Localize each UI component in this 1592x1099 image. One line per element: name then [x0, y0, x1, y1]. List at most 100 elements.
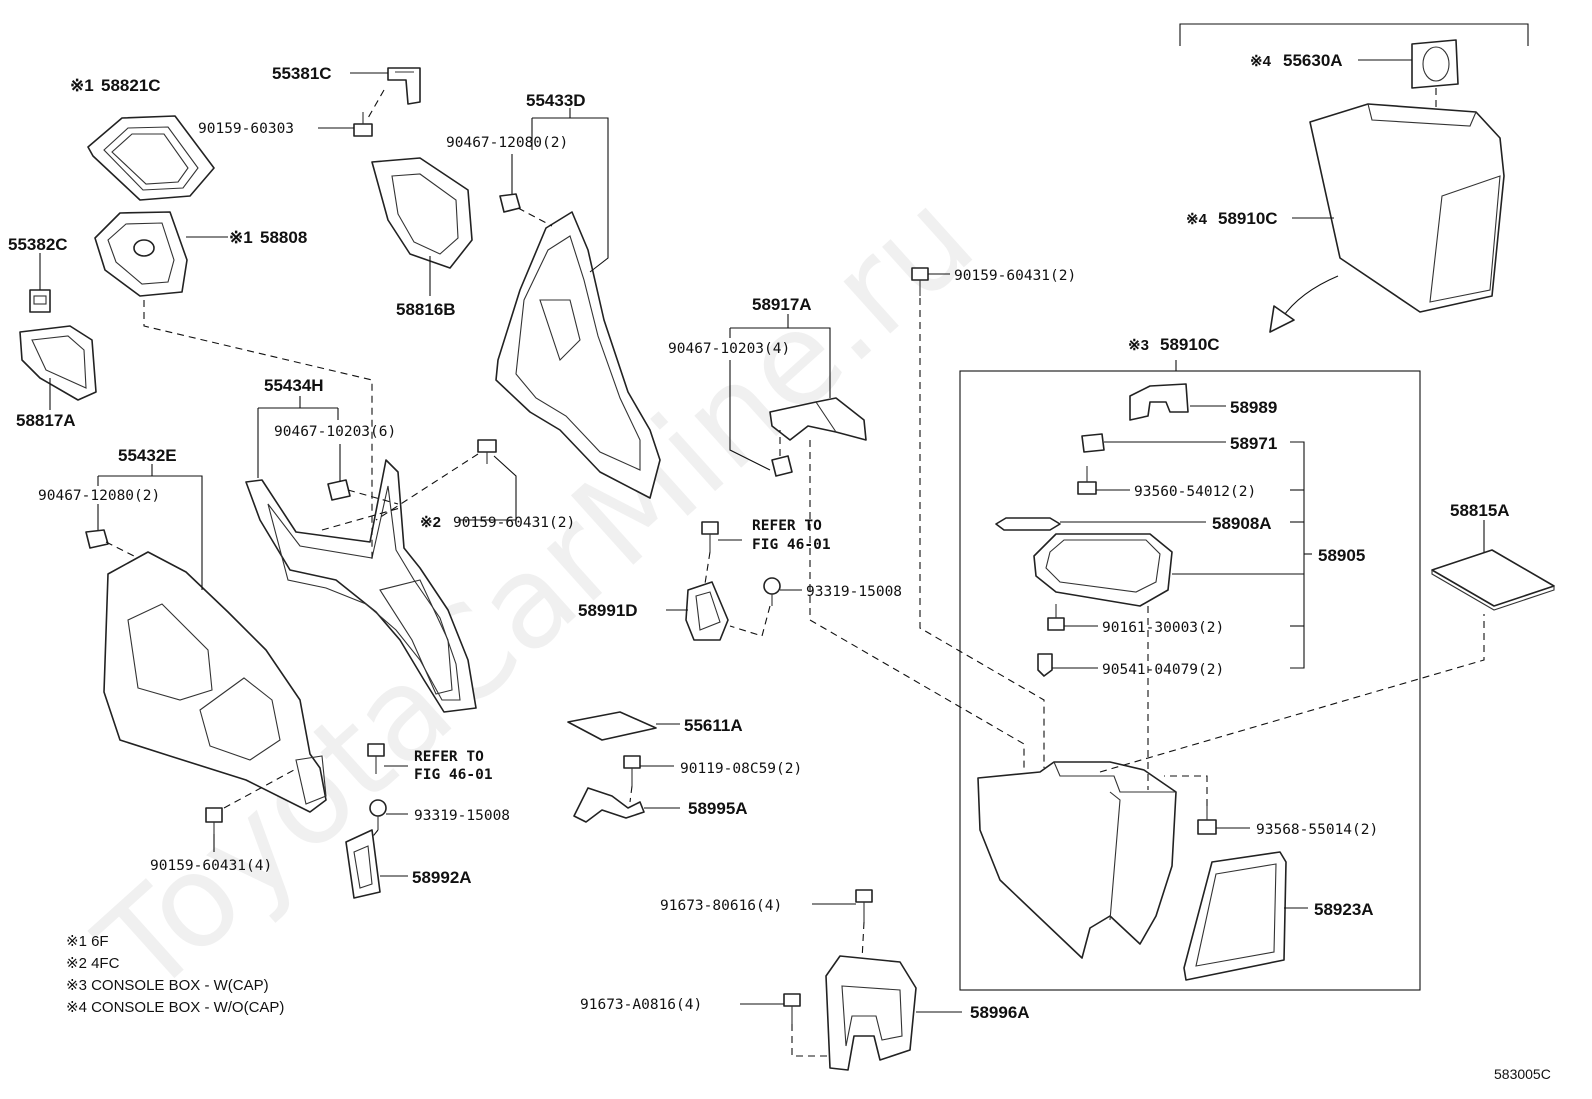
part-93319-15008-screw-a [763, 577, 781, 606]
part-90119-08C59-bolt [623, 755, 641, 786]
part-91673-A0816-bolt [783, 993, 801, 1024]
refer-to-mid-2: FIG 46-01 [752, 537, 831, 553]
figure-code: 583005C [1494, 1066, 1551, 1082]
label-58816B: 58816B [396, 300, 456, 319]
part-58908A-hinge [995, 517, 1061, 531]
frame-58910C-w-cap [959, 370, 1421, 991]
label-58808-mark: ※1 [229, 228, 253, 247]
part-93560-54012-screw [1077, 466, 1097, 495]
part-90541-04079-stopper [1037, 653, 1053, 677]
label-91673-80616: 91673-80616(4) [660, 898, 782, 914]
part-90467-10203-clip-6 [327, 479, 351, 501]
note-4: ※4 CONSOLE BOX - W/O(CAP) [66, 999, 284, 1016]
arrow-icon [1269, 275, 1339, 333]
part-90467-12080-clip-b [85, 529, 109, 549]
note-3: ※3 CONSOLE BOX - W(CAP) [66, 977, 269, 994]
label-58989: 58989 [1230, 398, 1277, 417]
part-90159-60431-screw-4 [205, 807, 223, 834]
label-55433D: 55433D [526, 91, 586, 110]
part-55611A-cover [567, 711, 657, 741]
part-91673-80616-bolt [855, 889, 873, 922]
part-90467-12080-clip-a [499, 193, 521, 213]
label-55630A: 55630A [1283, 51, 1343, 70]
part-58910C-console-box-lower [977, 761, 1177, 959]
label-58808: 58808 [260, 228, 307, 247]
part-55433D-console-panel [495, 211, 661, 499]
label-58910C-top: 58910C [1218, 209, 1278, 228]
part-55432E-side-panel [103, 551, 327, 813]
part-58917A-bracket [769, 397, 867, 441]
note-2: ※2 4FC [66, 955, 120, 972]
refer-to-left-2: FIG 46-01 [414, 767, 493, 783]
label-93319-15008-a: 93319-15008 [806, 584, 902, 600]
label-58821C-mark: ※1 [70, 76, 94, 95]
part-55630A-holder [1411, 39, 1459, 89]
part-58816B-bracket [371, 157, 473, 269]
refer-to-left-1: REFER TO [414, 749, 484, 765]
label-58821C: 58821C [101, 76, 161, 95]
label-58992A: 58992A [412, 868, 472, 887]
part-90159-60303-screw [353, 112, 373, 137]
label-90159-60431-2b: 90159-60431(2) [954, 268, 1076, 284]
label-55432E: 55432E [118, 446, 177, 465]
part-58971-latch [1081, 433, 1105, 453]
label-93319-15008-b: 93319-15008 [414, 808, 510, 824]
part-58817A-panel [19, 325, 97, 401]
label-90467-12080-b: 90467-12080(2) [38, 488, 160, 504]
part-55381C-bracket [387, 67, 421, 105]
part-58923A-panel [1183, 851, 1287, 981]
part-58992A-bracket [345, 829, 381, 899]
label-58991D: 58991D [578, 601, 638, 620]
part-90467-10203-clip-4 [771, 455, 793, 477]
label-90467-10203-4: 90467-10203(4) [668, 341, 790, 357]
label-90467-12080-a: 90467-12080(2) [446, 135, 568, 151]
label-58905: 58905 [1318, 546, 1365, 565]
part-bolt-refer-mid [701, 521, 719, 552]
label-90159-60431-4: 90159-60431(4) [150, 858, 272, 874]
part-58995A-bracket [573, 787, 645, 823]
label-90159-60431-2a-mark: ※2 [420, 514, 441, 531]
part-90159-60431-screw-2a [477, 439, 497, 464]
label-55381C: 55381C [272, 64, 332, 83]
label-58971: 58971 [1230, 434, 1277, 453]
part-58821C-shift-bezel [87, 115, 215, 201]
label-90467-10203-6: 90467-10203(6) [274, 424, 396, 440]
part-90159-60431-screw-2b [911, 267, 929, 296]
label-90119-08C59: 90119-08C59(2) [680, 761, 802, 777]
part-93319-15008-screw-b [369, 799, 387, 830]
label-58908A: 58908A [1212, 514, 1272, 533]
label-58817A: 58817A [16, 411, 76, 430]
label-93560-54012: 93560-54012(2) [1134, 484, 1256, 500]
part-58991D-bracket [685, 581, 729, 641]
part-58808-shift-boot [94, 211, 188, 297]
label-58910C-top-mark: ※4 [1186, 211, 1208, 228]
label-90159-60303: 90159-60303 [198, 121, 294, 137]
part-90161-30003-screw [1047, 604, 1065, 631]
label-90541-04079: 90541-04079(2) [1102, 662, 1224, 678]
label-90159-60431-2a: 90159-60431(2) [453, 515, 575, 531]
label-58917A: 58917A [752, 295, 812, 314]
label-58815A: 58815A [1450, 501, 1510, 520]
label-58910C-box-mark: ※3 [1128, 337, 1149, 354]
refer-to-mid-1: REFER TO [752, 518, 822, 534]
part-55434H-center-panel [245, 459, 477, 713]
label-58995A: 58995A [688, 799, 748, 818]
part-58910C-console-box-upper [1309, 103, 1505, 313]
part-58815A-mat [1431, 549, 1555, 611]
part-58989-cap [1129, 383, 1189, 421]
label-91673-A0816: 91673-A0816(4) [580, 997, 702, 1013]
note-1: ※1 6F [66, 933, 109, 950]
label-55630A-mark: ※4 [1250, 53, 1272, 70]
label-58996A: 58996A [970, 1003, 1030, 1022]
part-bolt-refer-left [367, 743, 385, 774]
label-55611A: 55611A [684, 716, 743, 735]
part-93568-55014-screw [1197, 806, 1217, 835]
part-58996A-bracket [825, 955, 917, 1071]
notes-legend: ※1 6F ※2 4FC ※3 CONSOLE BOX - W(CAP) ※4 … [66, 933, 284, 1016]
part-55382C-clip [29, 289, 51, 313]
label-55382C: 55382C [8, 235, 68, 254]
label-58910C-box: 58910C [1160, 335, 1220, 354]
label-90161-30003: 90161-30003(2) [1102, 620, 1224, 636]
label-93568-55014: 93568-55014(2) [1256, 822, 1378, 838]
